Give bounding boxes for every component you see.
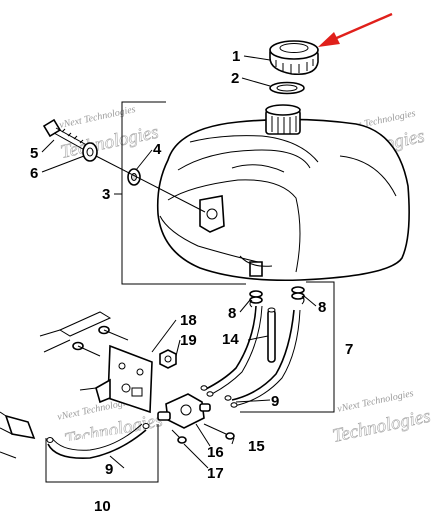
fuel-tank bbox=[156, 118, 410, 282]
rubber-bushing bbox=[82, 142, 98, 162]
callout-8-right: 8 bbox=[318, 299, 326, 316]
fuel-cap bbox=[269, 40, 319, 76]
fuel-hose-main bbox=[203, 305, 263, 397]
callout-14: 14 bbox=[222, 331, 239, 348]
callout-4: 4 bbox=[153, 141, 162, 158]
hose-clamp-right bbox=[291, 286, 305, 305]
callout-7: 7 bbox=[345, 341, 353, 358]
cap-gasket bbox=[269, 81, 305, 95]
callout-2: 2 bbox=[231, 70, 239, 87]
hose-clamp-left bbox=[249, 290, 263, 308]
mounting-bracket bbox=[79, 344, 153, 414]
callout-6: 6 bbox=[30, 165, 38, 182]
tank-filler-neck bbox=[265, 104, 301, 135]
callout-19: 19 bbox=[180, 332, 197, 349]
callout-16: 16 bbox=[207, 444, 224, 461]
valve-screw-15 bbox=[203, 423, 235, 440]
group-bracket-3 bbox=[121, 101, 246, 285]
callout-1: 1 bbox=[232, 48, 240, 65]
callout-18: 18 bbox=[180, 312, 197, 329]
vent-hose bbox=[231, 309, 301, 407]
callout-17: 17 bbox=[207, 465, 224, 482]
fuel-valve bbox=[157, 393, 211, 429]
callout-9-lower: 9 bbox=[105, 461, 113, 478]
valve-screw-17 bbox=[171, 429, 187, 444]
group-bracket-7 bbox=[240, 281, 335, 413]
fuel-hose-14 bbox=[267, 307, 276, 363]
callout-8-left: 8 bbox=[228, 305, 236, 322]
callout-10: 10 bbox=[94, 498, 111, 515]
leader-lines bbox=[41, 55, 317, 469]
callout-9-right: 9 bbox=[271, 393, 279, 410]
callout-labels: 1 2 3 4 5 6 7 8 8 9 9 10 14 15 16 17 18 … bbox=[30, 48, 353, 515]
fuel-filter bbox=[0, 411, 36, 459]
watermark-line1: vNext Technologies bbox=[58, 104, 136, 131]
callout-15: 15 bbox=[248, 438, 265, 455]
bracket-nut bbox=[159, 349, 177, 369]
flat-washer bbox=[95, 155, 206, 213]
group-bracket-10 bbox=[45, 424, 159, 483]
callout-3: 3 bbox=[102, 186, 110, 203]
frame-studs bbox=[39, 311, 129, 357]
callout-5: 5 bbox=[30, 145, 38, 162]
small-clamps bbox=[200, 385, 238, 408]
lower-fuel-hose bbox=[46, 423, 150, 460]
red-arrow-icon bbox=[318, 12, 393, 47]
